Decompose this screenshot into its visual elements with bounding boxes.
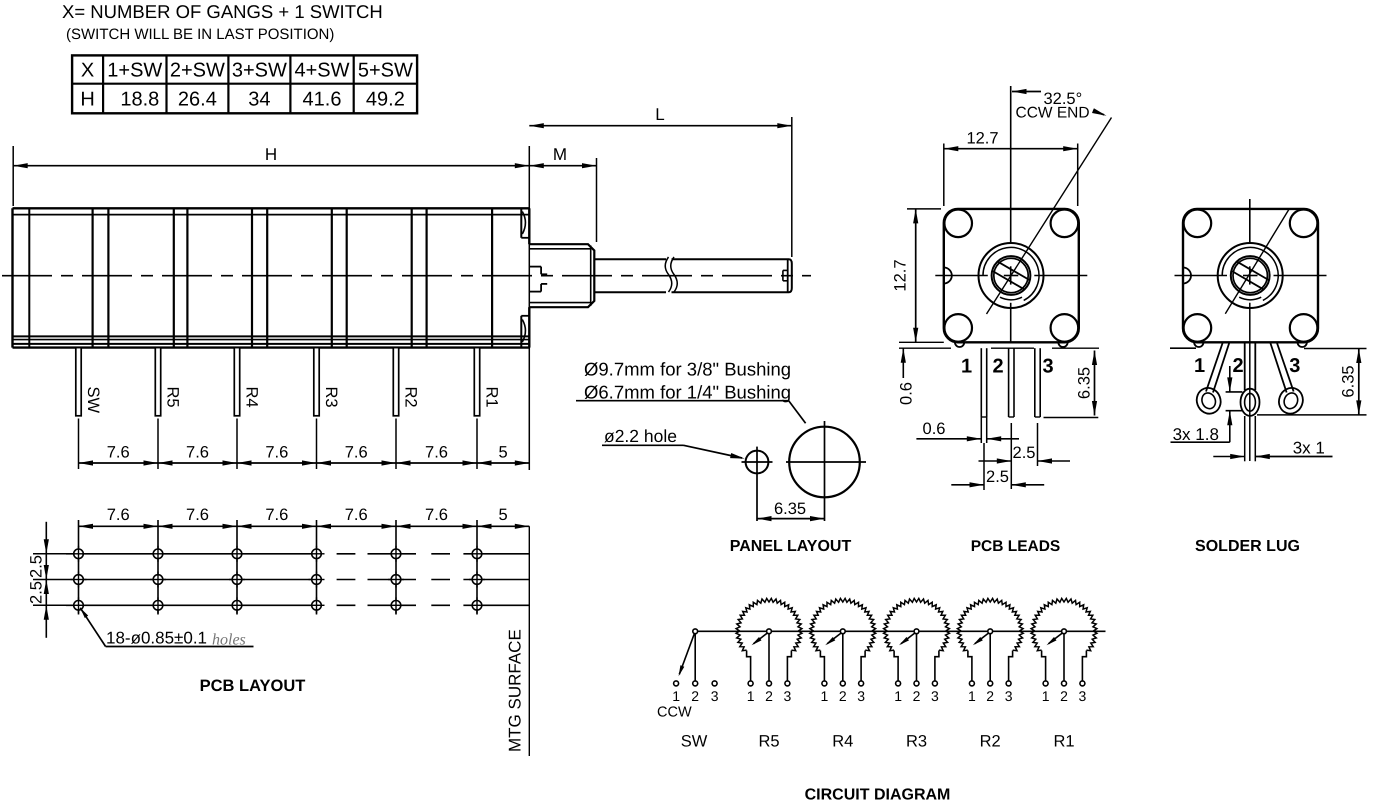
svg-text:3: 3 xyxy=(711,688,719,704)
svg-text:R5: R5 xyxy=(164,387,182,408)
svg-text:CIRCUIT DIAGRAM: CIRCUIT DIAGRAM xyxy=(805,787,951,804)
svg-text:(SWITCH WILL BE IN LAST POSITI: (SWITCH WILL BE IN LAST POSITION) xyxy=(66,26,334,43)
svg-text:2: 2 xyxy=(986,688,994,704)
svg-text:2: 2 xyxy=(765,688,773,704)
svg-text:1: 1 xyxy=(747,688,755,704)
svg-text:H: H xyxy=(265,145,277,164)
svg-text:3: 3 xyxy=(857,688,865,704)
svg-text:ø2.2 hole: ø2.2 hole xyxy=(604,426,677,446)
svg-text:0.6: 0.6 xyxy=(923,420,946,438)
svg-text:6.35: 6.35 xyxy=(1340,365,1358,397)
svg-text:1: 1 xyxy=(894,688,902,704)
svg-text:1: 1 xyxy=(1194,355,1205,377)
svg-text:M: M xyxy=(553,145,567,164)
svg-text:2.5: 2.5 xyxy=(1013,444,1036,462)
svg-text:2: 2 xyxy=(691,688,699,704)
svg-text:4+SW: 4+SW xyxy=(294,60,349,82)
svg-text:SW: SW xyxy=(681,733,708,751)
svg-text:1: 1 xyxy=(961,356,972,378)
svg-text:PCB LAYOUT: PCB LAYOUT xyxy=(200,677,306,695)
svg-text:L: L xyxy=(655,105,664,124)
svg-text:3x 1: 3x 1 xyxy=(1293,439,1325,458)
svg-text:CCW END: CCW END xyxy=(1016,105,1090,122)
svg-text:5: 5 xyxy=(499,444,508,462)
svg-text:7.6: 7.6 xyxy=(425,444,448,462)
svg-text:2: 2 xyxy=(1232,355,1243,377)
svg-text:32.5°: 32.5° xyxy=(1044,90,1083,108)
svg-text:7.6: 7.6 xyxy=(186,506,209,524)
svg-text:2: 2 xyxy=(913,688,921,704)
svg-text:2.5: 2.5 xyxy=(28,555,46,578)
svg-text:49.2: 49.2 xyxy=(366,89,405,111)
svg-text:12.7: 12.7 xyxy=(966,130,998,148)
svg-text:7.6: 7.6 xyxy=(186,444,209,462)
svg-text:R3: R3 xyxy=(906,733,927,751)
svg-text:R4: R4 xyxy=(832,733,853,751)
svg-text:3: 3 xyxy=(1005,688,1013,704)
svg-text:R4: R4 xyxy=(243,387,261,408)
svg-text:7.6: 7.6 xyxy=(345,506,368,524)
svg-text:1: 1 xyxy=(1042,688,1050,704)
svg-text:MTG SURFACE: MTG SURFACE xyxy=(506,629,525,752)
svg-text:X= NUMBER OF GANGS + 1 SWITCH: X= NUMBER OF GANGS + 1 SWITCH xyxy=(62,1,383,22)
svg-text:3x 1.8: 3x 1.8 xyxy=(1173,425,1219,444)
svg-text:7.6: 7.6 xyxy=(107,506,130,524)
svg-text:R1: R1 xyxy=(1053,733,1074,751)
svg-text:R2: R2 xyxy=(402,387,420,408)
svg-text:PCB LEADS: PCB LEADS xyxy=(971,538,1061,555)
svg-text:41.6: 41.6 xyxy=(303,89,342,111)
svg-text:2+SW: 2+SW xyxy=(170,60,225,82)
svg-text:3+SW: 3+SW xyxy=(232,60,287,82)
svg-text:holes: holes xyxy=(212,632,246,649)
svg-text:R3: R3 xyxy=(322,387,340,408)
svg-text:7.6: 7.6 xyxy=(107,444,130,462)
svg-text:Ø9.7mm for 3/8" Bushing: Ø9.7mm for 3/8" Bushing xyxy=(584,359,791,380)
svg-text:3: 3 xyxy=(1289,355,1300,377)
svg-text:R5: R5 xyxy=(758,733,779,751)
svg-text:3: 3 xyxy=(931,688,939,704)
svg-text:0.6: 0.6 xyxy=(898,382,916,405)
svg-text:CCW: CCW xyxy=(657,705,692,721)
svg-text:1: 1 xyxy=(968,688,976,704)
svg-text:7.6: 7.6 xyxy=(265,506,288,524)
svg-text:26.4: 26.4 xyxy=(178,89,217,111)
svg-text:5+SW: 5+SW xyxy=(358,60,413,82)
svg-text:3: 3 xyxy=(1042,356,1053,378)
svg-text:6.35: 6.35 xyxy=(774,500,806,518)
svg-text:Ø6.7mm for 1/4" Bushing: Ø6.7mm for 1/4" Bushing xyxy=(584,382,791,403)
svg-text:2: 2 xyxy=(839,688,847,704)
svg-text:18-ø0.85±0.1: 18-ø0.85±0.1 xyxy=(106,629,207,648)
svg-text:1: 1 xyxy=(672,688,680,704)
svg-text:2: 2 xyxy=(1060,688,1068,704)
svg-text:R2: R2 xyxy=(980,733,1001,751)
svg-text:PANEL LAYOUT: PANEL LAYOUT xyxy=(730,538,852,555)
svg-text:2.5: 2.5 xyxy=(28,581,46,604)
svg-text:7.6: 7.6 xyxy=(425,506,448,524)
svg-text:1: 1 xyxy=(821,688,829,704)
svg-text:34: 34 xyxy=(248,89,270,111)
svg-text:7.6: 7.6 xyxy=(345,444,368,462)
svg-text:1+SW: 1+SW xyxy=(107,60,162,82)
svg-text:2: 2 xyxy=(992,356,1003,378)
svg-text:SOLDER LUG: SOLDER LUG xyxy=(1195,538,1300,555)
svg-text:R1: R1 xyxy=(483,387,501,408)
svg-text:X: X xyxy=(81,60,94,82)
svg-text:3: 3 xyxy=(1079,688,1087,704)
svg-text:18.8: 18.8 xyxy=(120,89,159,111)
svg-text:7.6: 7.6 xyxy=(265,444,288,462)
svg-text:6.35: 6.35 xyxy=(1076,367,1094,399)
svg-text:12.7: 12.7 xyxy=(892,259,910,291)
svg-text:3: 3 xyxy=(784,688,792,704)
svg-text:2.5: 2.5 xyxy=(986,468,1009,486)
svg-text:5: 5 xyxy=(499,506,508,524)
svg-text:H: H xyxy=(80,89,94,111)
svg-text:SW: SW xyxy=(84,387,102,414)
